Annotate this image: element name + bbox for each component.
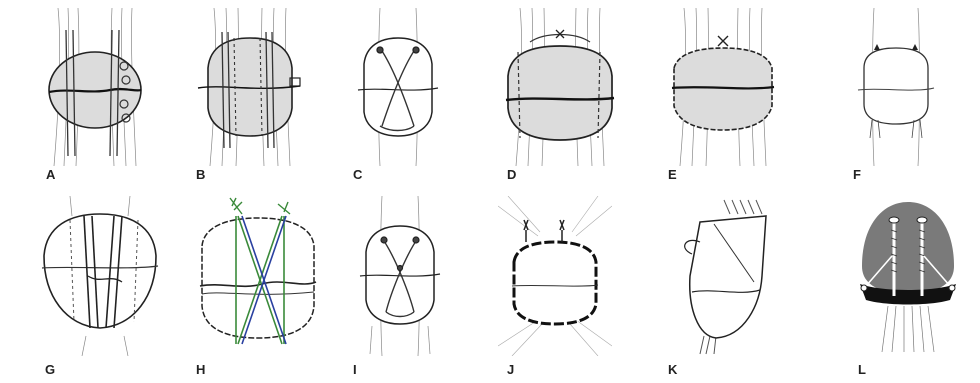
panel-l-drawing (852, 196, 962, 356)
panel-c-drawing (350, 8, 446, 166)
panel-g-drawing (30, 196, 170, 356)
panel-f-label: F (853, 167, 861, 182)
panel-d-label: D (507, 167, 516, 182)
panel-e-drawing (664, 8, 782, 166)
panel-g-label: G (45, 362, 55, 377)
panel-h-drawing (192, 196, 324, 356)
panel-l-label: L (858, 362, 866, 377)
panel-c-label: C (353, 167, 362, 182)
panel-f-drawing (846, 8, 946, 166)
panel-b-label: B (196, 167, 205, 182)
panel-h-label: H (196, 362, 205, 377)
panel-e-label: E (668, 167, 677, 182)
panel-j-label: J (507, 362, 514, 377)
panel-i-label: I (353, 362, 357, 377)
panel-j-drawing (498, 196, 612, 356)
panel-i-drawing (352, 196, 448, 356)
panel-d-drawing (500, 8, 620, 166)
panel-a-label: A (46, 167, 55, 182)
panel-a-drawing (40, 8, 150, 166)
panel-k-drawing (670, 196, 780, 356)
panel-b-drawing (194, 8, 306, 166)
panel-k-label: K (668, 362, 677, 377)
